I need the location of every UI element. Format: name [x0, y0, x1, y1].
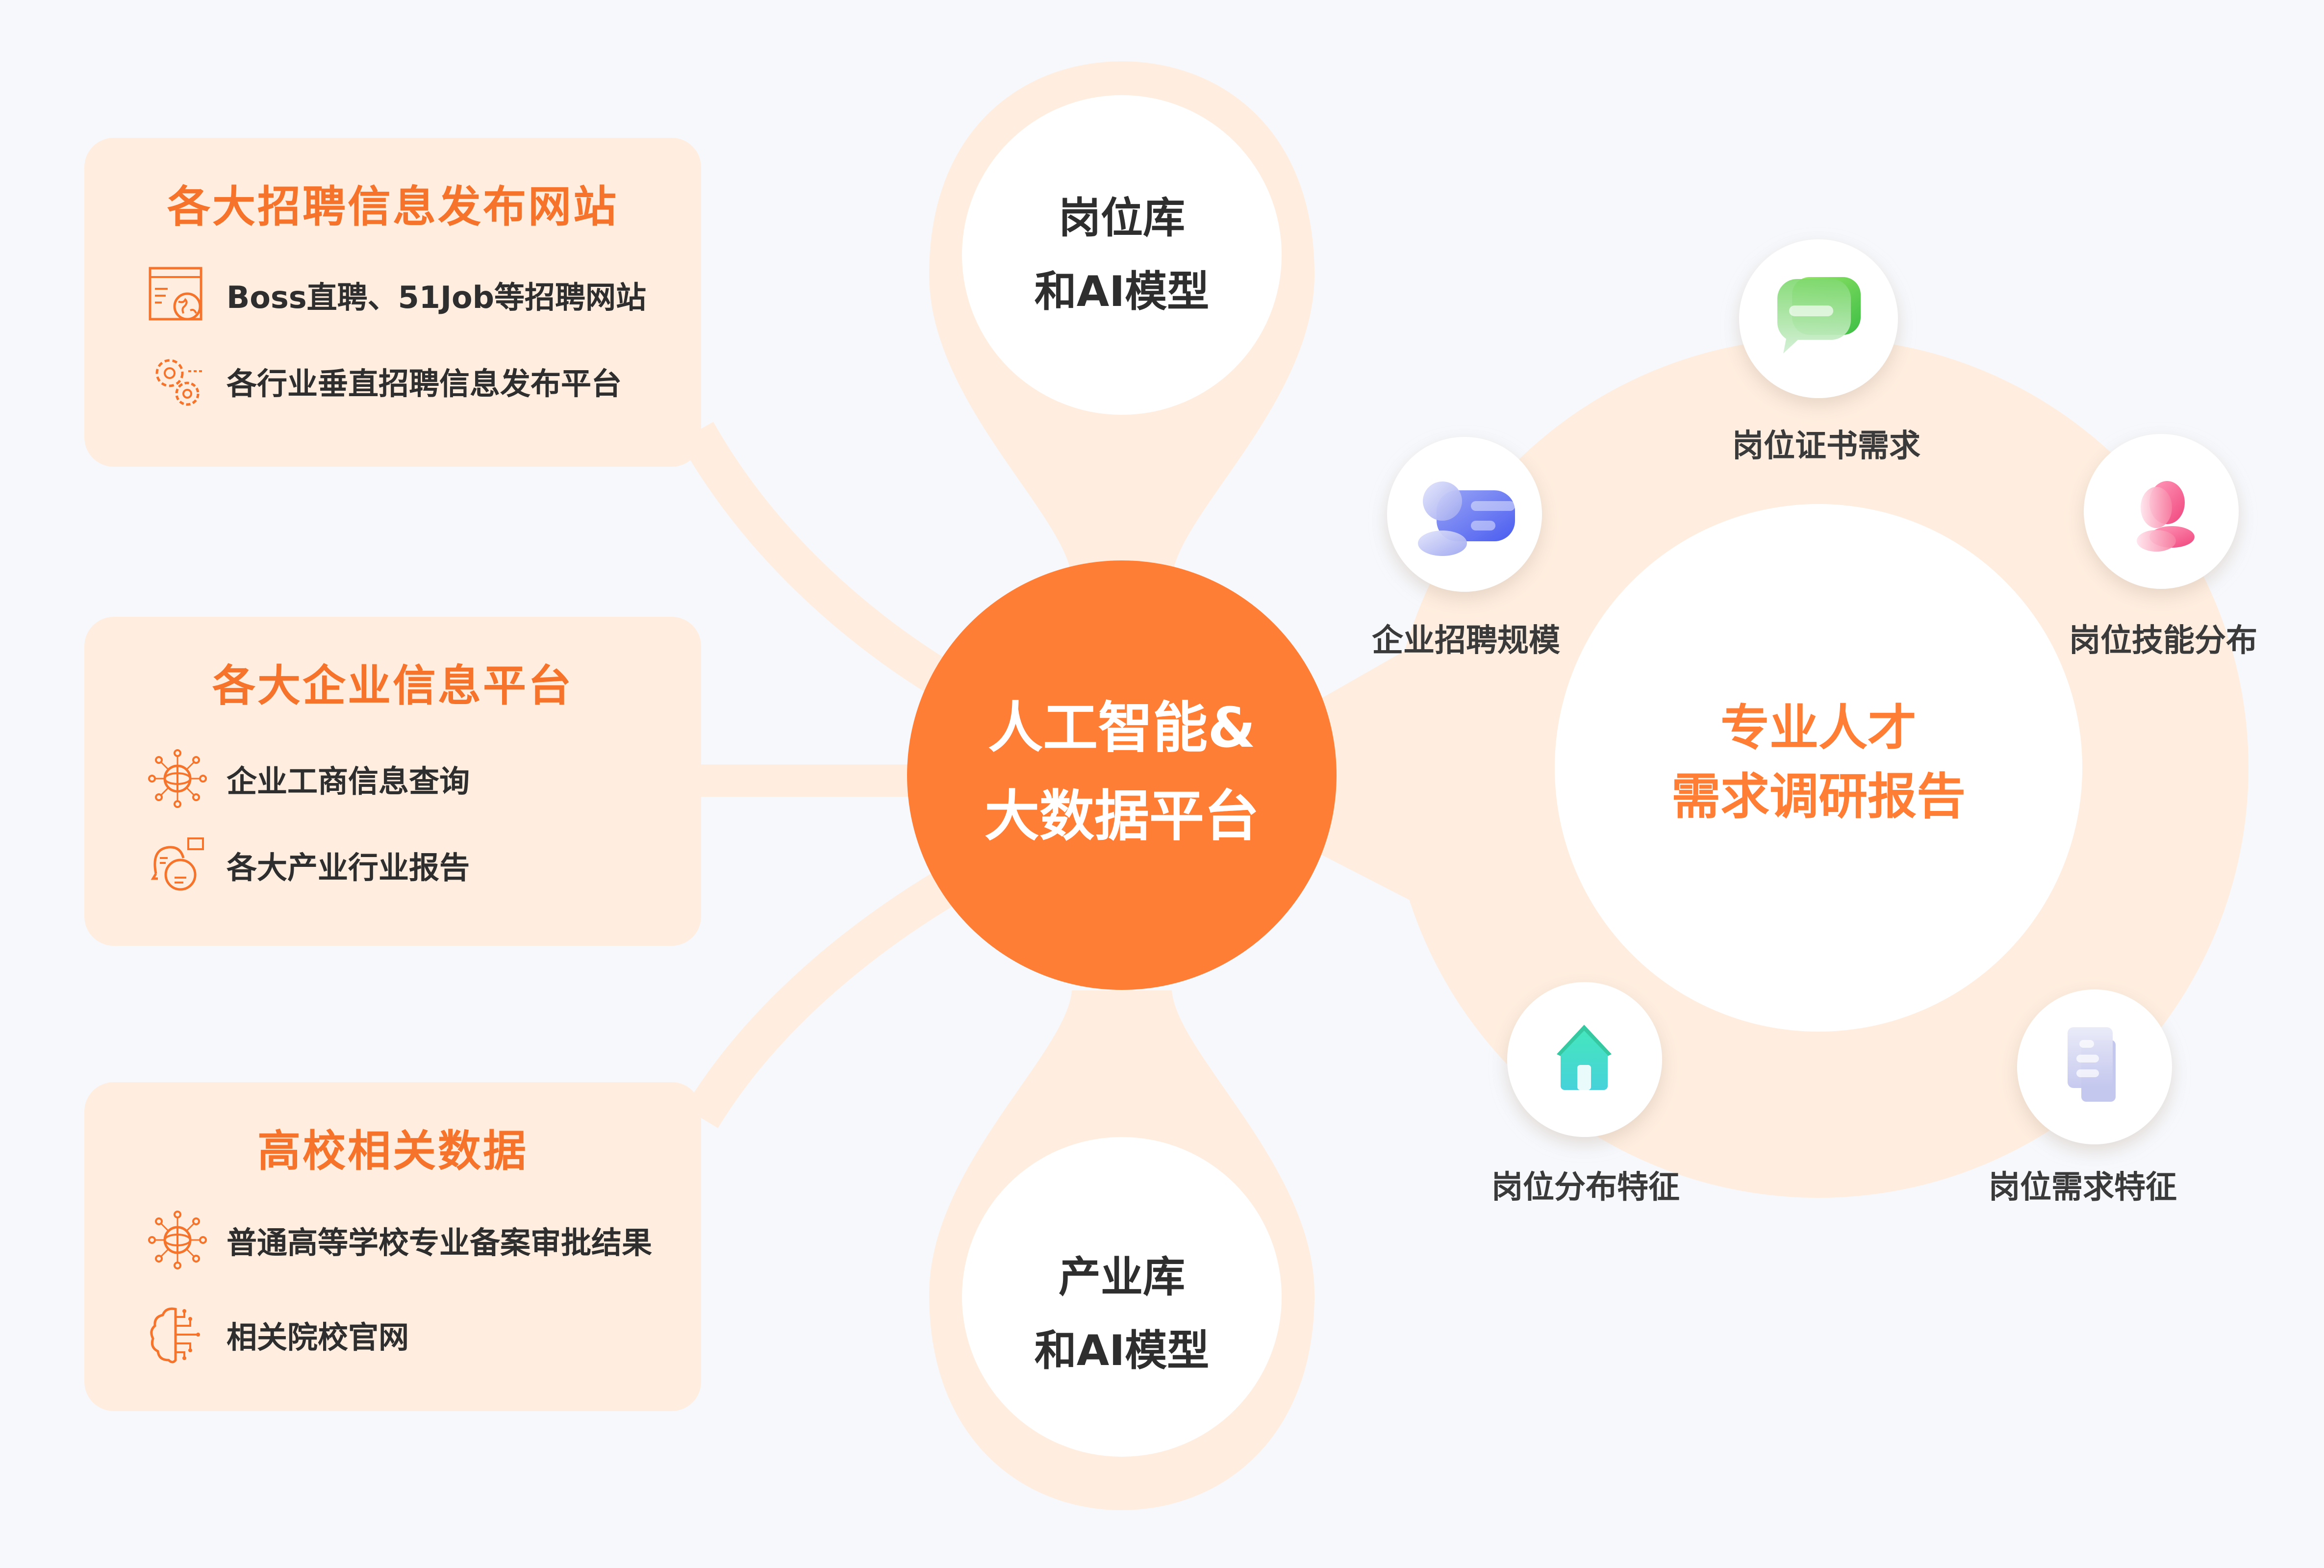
network-globe-icon [148, 749, 207, 808]
source-panel-recruitment: 各大招聘信息发布网站 Boss直聘、51Job等招聘网站 各行业垂直招聘信息发布… [84, 138, 701, 467]
panel-item-label: Boss直聘、51Job等招聘网站 [227, 279, 646, 315]
panel-title: 各大招聘信息发布网站 [167, 181, 618, 232]
panel-title: 各大企业信息平台 [212, 660, 573, 711]
central-platform-line1: 人工智能& [988, 696, 1256, 760]
label-job-distribution: 岗位分布特征 [1491, 1169, 1680, 1206]
label-recruitment-scale: 企业招聘规模 [1372, 623, 1560, 659]
talent-demand-report: 专业人才 需求调研报告 [1622, 694, 2015, 831]
connector-panel1 [679, 422, 989, 719]
panel-item: 普通高等学校专业备案审批结果 [148, 1211, 652, 1269]
document-lavender-icon [2068, 1027, 2116, 1102]
central-platform-line2: 大数据平台 [985, 784, 1259, 848]
job-library-line1: 岗位库 [1059, 194, 1185, 243]
industry-library-line1: 产业库 [1059, 1253, 1185, 1302]
panel-title: 高校相关数据 [257, 1126, 528, 1176]
panel-item: 各大产业行业报告 [148, 835, 470, 894]
label-skill-distribution: 岗位技能分布 [2069, 623, 2257, 659]
chat-bubble-green-icon [1777, 277, 1861, 354]
industry-library-line2: 和AI模型 [1034, 1326, 1210, 1375]
report-line2: 需求调研报告 [1671, 768, 1966, 825]
panel-item-label: 普通高等学校专业备案审批结果 [227, 1225, 653, 1261]
user-pink-icon [2137, 481, 2195, 552]
connector-panel3 [684, 845, 999, 1128]
network-globe-icon [148, 1211, 207, 1269]
source-panel-enterprise: 各大企业信息平台 企业工商信息查询 [84, 617, 701, 946]
browser-globe-icon [149, 267, 202, 321]
panel-item: 企业工商信息查询 [148, 749, 470, 808]
source-panel-university: 高校相关数据 普通高等学校专业备案审批结果 [84, 1082, 701, 1411]
label-job-demand: 岗位需求特征 [1989, 1169, 2177, 1206]
panel-item: 各行业垂直招聘信息发布平台 [148, 352, 622, 410]
job-library-line2: 和AI模型 [1034, 267, 1210, 316]
panel-item-label: 企业工商信息查询 [227, 763, 470, 799]
panel-item-label: 相关院校官网 [227, 1319, 409, 1355]
house-teal-icon [1557, 1025, 1612, 1090]
industry-library-node: 产业库 和AI模型 [975, 1240, 1269, 1388]
job-library-node: 岗位库 和AI模型 [975, 181, 1269, 329]
brain-circuit-icon [150, 1307, 200, 1364]
center-circle [907, 560, 1337, 990]
panel-item: Boss直聘、51Job等招聘网站 [148, 265, 646, 324]
chat-bubbles-icon [151, 837, 204, 891]
user-card-blue-icon [1418, 481, 1515, 556]
panel-item-label: 各大产业行业报告 [227, 850, 470, 885]
report-line1: 专业人才 [1720, 699, 1917, 757]
gears-icon [155, 359, 202, 406]
panel-item: 相关院校官网 [148, 1305, 409, 1364]
central-platform: 人工智能& 大数据平台 [932, 684, 1312, 860]
label-certificate-demand: 岗位证书需求 [1732, 428, 1920, 464]
panel-item-label: 各行业垂直招聘信息发布平台 [227, 366, 622, 402]
